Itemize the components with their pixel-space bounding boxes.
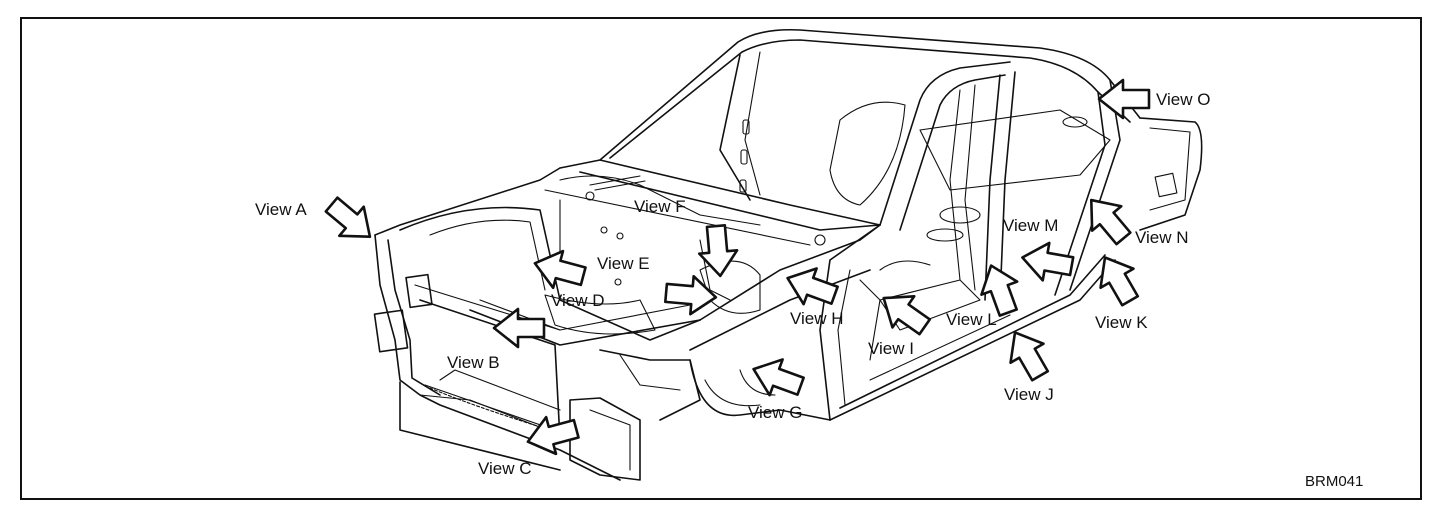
arrow-view-j (997, 321, 1058, 387)
label-view-e: View E (597, 254, 650, 273)
label-view-o: View O (1156, 90, 1211, 109)
label-view-m: View M (1003, 216, 1058, 235)
arrow-view-e (663, 272, 719, 318)
arrow-view-i (871, 281, 937, 344)
arrow-view-m (1017, 237, 1077, 287)
figure-code: BRM041 (1305, 473, 1363, 490)
view-labels: View A View B View C View D View E View … (255, 90, 1211, 478)
car-body-outline (373, 28, 1203, 481)
label-view-h: View H (790, 309, 844, 328)
label-view-n: View N (1135, 228, 1189, 247)
label-view-l: View L (946, 310, 997, 329)
arrow-view-g (745, 349, 809, 406)
arrow-view-h (779, 258, 843, 315)
label-view-c: View C (478, 459, 532, 478)
label-view-g: View G (748, 403, 803, 422)
label-view-f: View F (634, 197, 686, 216)
label-view-a: View A (255, 200, 307, 219)
arrow-view-c (521, 409, 583, 462)
label-view-j: View J (1004, 385, 1054, 404)
arrow-view-o (1097, 78, 1151, 120)
label-view-k: View K (1095, 313, 1148, 332)
arrow-view-f (695, 223, 741, 279)
arrow-view-a (318, 188, 384, 253)
arrow-view-b (492, 307, 546, 349)
arrow-view-d (528, 243, 590, 296)
label-view-b: View B (447, 353, 500, 372)
label-view-d: View D (551, 291, 605, 310)
label-view-i: View I (868, 339, 914, 358)
